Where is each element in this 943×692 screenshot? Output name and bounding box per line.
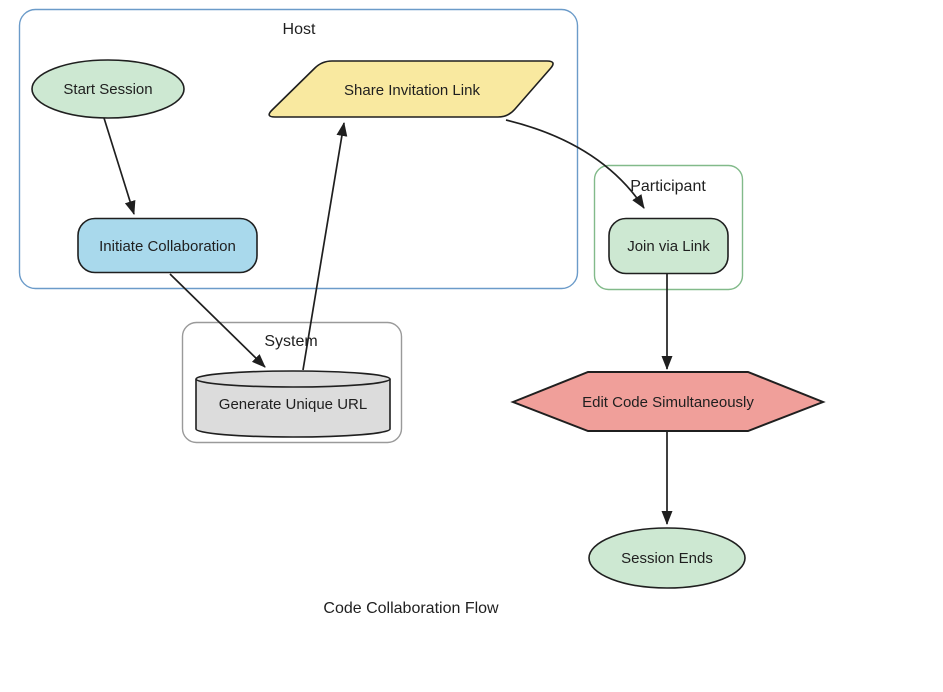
node-initiate-collaboration [77,217,258,274]
node-session-ends [588,527,746,589]
node-start-session-label: Start Session [63,81,152,98]
edge-generate-to-share [302,122,348,371]
node-session-ends-label: Session Ends [621,550,713,567]
node-start-session [31,59,185,119]
node-edit-code-simultaneously [510,371,826,432]
edge-initiate-to-generate [169,273,266,368]
diagram-title: Code Collaboration Flow [323,600,499,617]
edge-start-to-initiate [103,117,136,215]
node-initiate-collaboration-label: Initiate Collaboration [99,238,236,255]
participant-container-label: Participant [630,178,706,195]
participant-container [593,164,744,291]
node-generate-unique-url-top [195,370,391,388]
node-join-via-link [608,217,729,275]
system-container [181,321,403,444]
node-generate-unique-url-body [195,379,391,438]
node-edit-code-simultaneously-label: Edit Code Simultaneously [582,394,754,411]
node-generate-unique-url-label: Generate Unique URL [219,396,367,413]
host-container-label: Host [283,21,316,38]
system-container-label: System [264,333,317,350]
host-container [18,8,579,290]
node-join-via-link-label: Join via Link [627,238,710,255]
node-share-invitation-link [268,60,554,118]
edge-share-to-join [505,119,645,209]
node-share-invitation-link-label: Share Invitation Link [344,82,480,99]
